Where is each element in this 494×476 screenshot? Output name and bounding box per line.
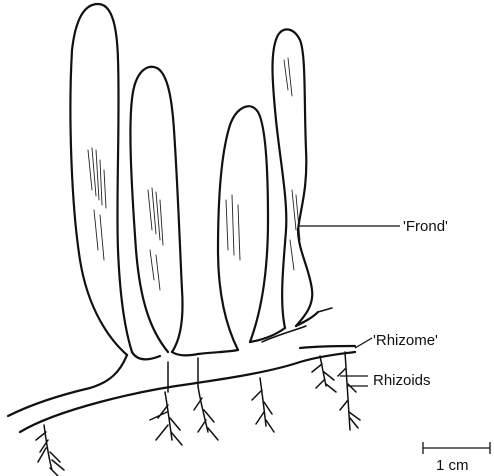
scale-label: 1 cm — [436, 457, 469, 474]
leader-lines — [298, 226, 400, 386]
hatch-frond-2 — [148, 188, 163, 290]
scale-line — [423, 442, 490, 454]
scale-bar: 1 cm — [423, 442, 490, 474]
frond-3 — [218, 106, 268, 350]
rhizoids-leader — [340, 376, 368, 386]
rhizome-leader — [355, 338, 372, 348]
rhizoids-label: Rhizoids — [373, 372, 431, 389]
rhizoid-cluster-4 — [252, 378, 274, 432]
rhizoids — [36, 352, 360, 476]
rhizome-mid-edge — [300, 346, 355, 348]
rhizoid-cluster-6 — [338, 352, 360, 430]
frond-4 — [273, 29, 313, 328]
rhizoid-cluster-2 — [150, 392, 182, 445]
fronds — [70, 4, 312, 355]
frond-label: 'Frond' — [403, 218, 448, 235]
rhizoid-cluster-1 — [36, 425, 64, 476]
rhizoid-cluster-3 — [194, 386, 218, 440]
hatch-frond-1 — [88, 148, 106, 260]
rhizome-label: 'Rhizome' — [373, 332, 438, 349]
rhizoid-cluster-5 — [312, 356, 336, 392]
frond-2 — [130, 67, 182, 352]
hatch-frond-3 — [226, 195, 240, 260]
rhizome-upper-edge — [8, 312, 318, 416]
